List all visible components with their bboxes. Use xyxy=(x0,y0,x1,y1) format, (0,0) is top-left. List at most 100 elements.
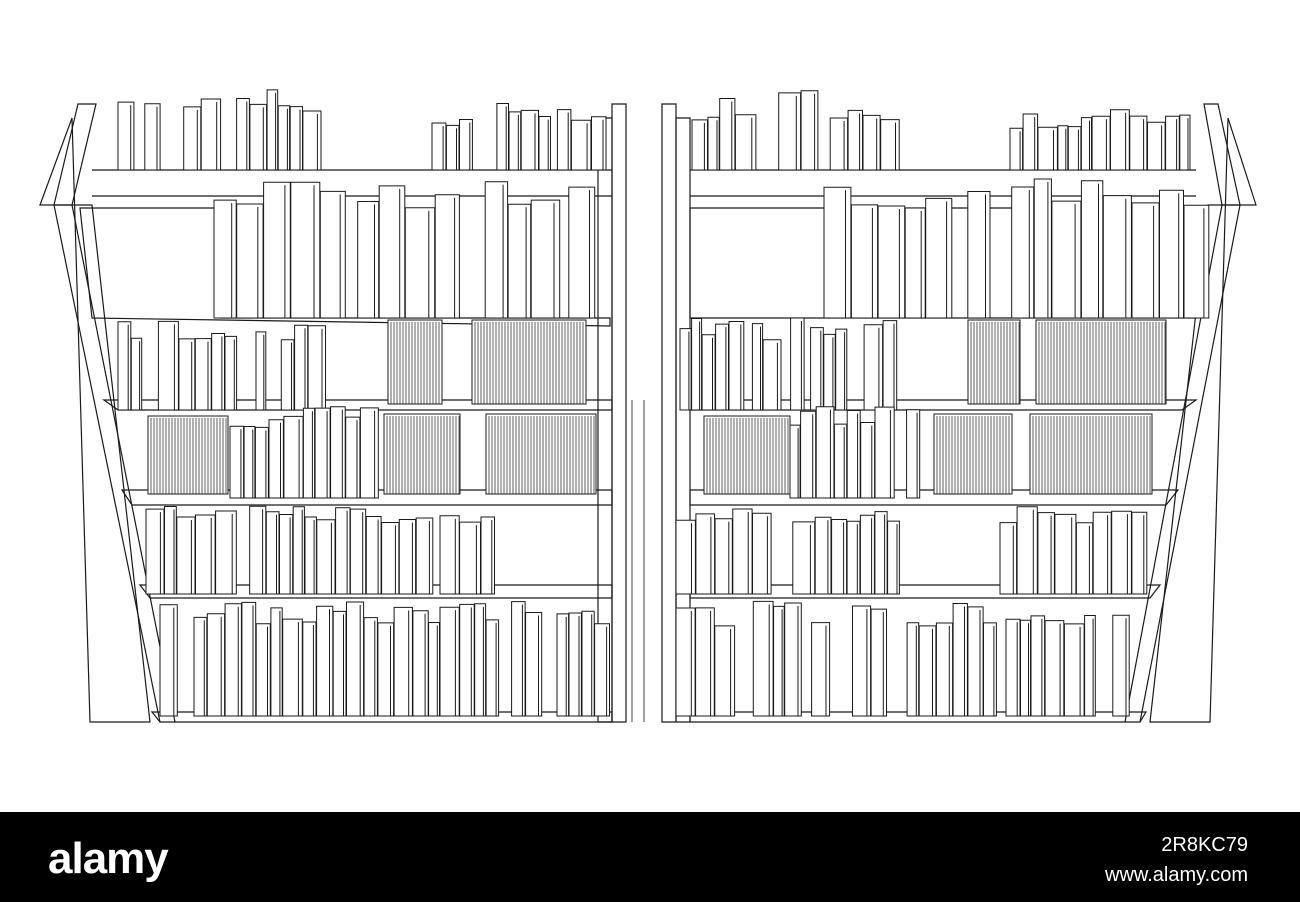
left-book xyxy=(347,602,364,716)
right-book xyxy=(1068,127,1081,170)
left-book xyxy=(592,117,607,170)
right-book xyxy=(1132,512,1147,594)
right-book xyxy=(1038,127,1057,170)
left-book xyxy=(485,182,507,318)
left-book xyxy=(336,508,350,594)
left-book xyxy=(497,104,509,171)
right-book xyxy=(753,513,772,594)
left-book xyxy=(320,191,345,318)
left-book xyxy=(160,605,177,716)
left-book xyxy=(333,611,346,716)
right-book xyxy=(875,512,887,594)
right-book xyxy=(984,623,997,716)
right-book xyxy=(864,325,883,410)
right-book xyxy=(1055,514,1076,594)
left-book xyxy=(460,522,481,594)
left-book xyxy=(508,204,531,318)
right-book xyxy=(953,604,967,717)
right-book xyxy=(692,120,708,170)
bookshelves-wireframe-illustration xyxy=(0,0,1300,812)
brand-logo[interactable]: alamy xyxy=(48,834,169,883)
left-book xyxy=(255,427,268,498)
right-book xyxy=(1103,196,1131,318)
right-book xyxy=(1052,201,1081,318)
right-book xyxy=(801,411,816,498)
right-book xyxy=(878,206,905,318)
right-book xyxy=(1184,205,1209,318)
left-book xyxy=(225,604,241,716)
left-book xyxy=(346,417,360,498)
right-book xyxy=(716,324,729,410)
left-book xyxy=(399,520,415,595)
left-book xyxy=(131,338,141,410)
left-book xyxy=(281,340,294,410)
right-book xyxy=(1132,203,1159,318)
right-book xyxy=(1092,116,1110,170)
right-book xyxy=(1031,616,1045,716)
left-book xyxy=(295,325,308,410)
left-book xyxy=(539,117,551,171)
left-book xyxy=(303,408,314,498)
left-book xyxy=(177,517,195,594)
right-book xyxy=(1058,126,1068,170)
right-book xyxy=(907,623,919,716)
left-book xyxy=(158,321,178,410)
left-book xyxy=(429,623,440,717)
right-book xyxy=(1017,507,1037,594)
left-book xyxy=(250,104,267,170)
right-book xyxy=(774,606,785,716)
right-book xyxy=(1045,621,1064,716)
right-book xyxy=(735,115,756,170)
right-book xyxy=(779,93,801,170)
right-book xyxy=(801,91,818,170)
left-book xyxy=(256,624,270,716)
right-book xyxy=(791,318,805,410)
right-book xyxy=(1111,110,1130,170)
left-book xyxy=(509,112,521,170)
left-book xyxy=(225,336,237,410)
right-book xyxy=(1081,181,1102,318)
left-book xyxy=(207,614,224,716)
right-book xyxy=(848,110,862,170)
left-book xyxy=(284,416,303,498)
left-book xyxy=(364,618,377,716)
left-book xyxy=(266,512,279,594)
left-book xyxy=(195,339,211,410)
left-book xyxy=(569,613,581,716)
right-book xyxy=(708,117,719,170)
right-book xyxy=(1166,116,1180,170)
left-book xyxy=(237,99,250,171)
left-book xyxy=(216,511,237,594)
left-book xyxy=(460,120,473,171)
right-book xyxy=(926,198,952,318)
left-book xyxy=(595,624,610,716)
left-thin-book-block xyxy=(384,414,460,494)
right-book xyxy=(881,120,900,170)
left-book xyxy=(118,322,131,410)
site-url[interactable]: www.alamy.com xyxy=(1105,864,1248,886)
left-book xyxy=(145,104,160,170)
right-book xyxy=(853,606,871,716)
right-book xyxy=(811,328,824,410)
right-book xyxy=(1000,523,1017,594)
left-book xyxy=(179,339,195,410)
right-book xyxy=(1081,118,1091,170)
left-book xyxy=(283,619,303,716)
right-book xyxy=(836,329,847,410)
left-book xyxy=(201,99,220,170)
left-book xyxy=(526,613,542,717)
right-book xyxy=(936,623,952,716)
right-book xyxy=(816,407,834,498)
left-book xyxy=(264,182,291,318)
right-book xyxy=(871,609,886,716)
right-book xyxy=(785,603,802,716)
right-book xyxy=(832,520,847,595)
left-book xyxy=(165,507,177,595)
left-book xyxy=(184,107,201,170)
left-book xyxy=(557,110,571,170)
left-book xyxy=(358,202,379,319)
right-book xyxy=(676,520,695,594)
right-book xyxy=(1038,513,1055,594)
left-book xyxy=(250,506,266,594)
right-book xyxy=(680,329,691,410)
